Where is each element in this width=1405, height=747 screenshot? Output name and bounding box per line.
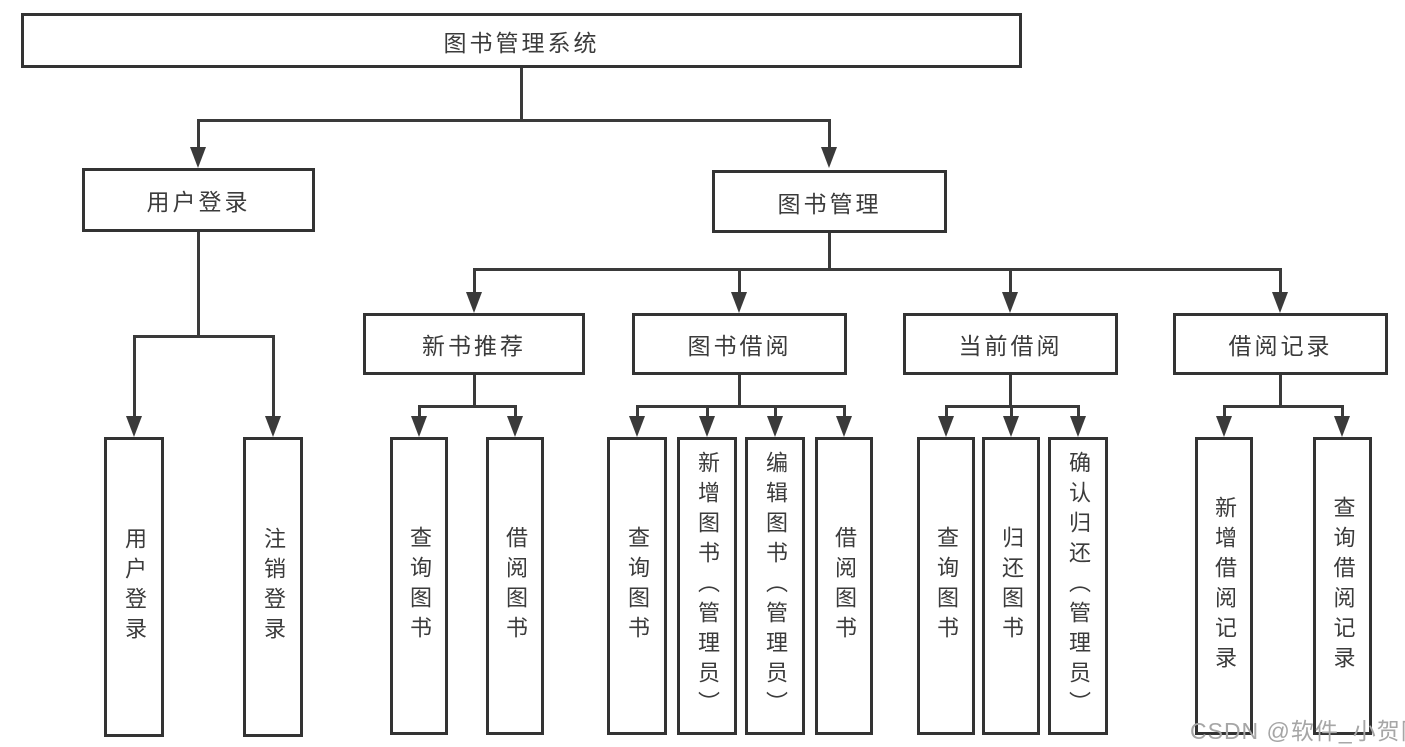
connector-trunk-book-mgmt (827, 233, 831, 271)
node-label-leaf-bb-borrow-book: 借阅图书 (832, 526, 857, 646)
node-label-current-borrow: 当前借阅 (958, 333, 1063, 359)
node-label-leaf-cb-confirm-return: 确认归还（管理员） (1066, 451, 1091, 721)
node-leaf-rec-borrow-book: 借阅图书 (486, 437, 544, 735)
node-leaf-user-login: 用户登录 (104, 437, 164, 737)
node-label-user-login: 用户登录 (146, 189, 251, 215)
node-label-leaf-cb-query-book: 查询图书 (934, 526, 959, 646)
node-leaf-bb-query-book: 查询图书 (607, 437, 667, 735)
arrowhead-down-icon (836, 416, 852, 437)
node-root: 图书管理系统 (21, 13, 1022, 68)
connector-bar-book-borrow (635, 405, 846, 408)
connector-bar-book-mgmt (472, 268, 1282, 271)
arrowhead-down-icon (126, 416, 142, 437)
connector-stem-user-login-0 (132, 335, 136, 418)
arrowhead-down-icon (1272, 292, 1288, 313)
arrowhead-down-icon (767, 416, 783, 437)
connector-stem-book-borrow-3 (842, 405, 846, 418)
connector-stem-book-borrow-0 (635, 405, 639, 418)
node-leaf-bb-add-book: 新增图书（管理员） (677, 437, 737, 735)
node-new-book-rec: 新书推荐 (363, 313, 585, 375)
connector-stem-book-mgmt-1 (737, 268, 741, 294)
arrowhead-down-icon (938, 416, 954, 437)
connector-trunk-root (519, 68, 523, 122)
node-leaf-cb-query-book: 查询图书 (917, 437, 975, 735)
connector-trunk-new-book-rec (472, 375, 476, 408)
arrowhead-down-icon (265, 416, 281, 437)
arrowhead-down-icon (1216, 416, 1232, 437)
node-label-leaf-user-login: 用户登录 (122, 527, 147, 647)
connector-stem-current-borrow-0 (944, 405, 948, 418)
connector-stem-book-borrow-1 (705, 405, 709, 418)
node-label-root: 图书管理系统 (443, 29, 600, 56)
connector-stem-root-1 (827, 119, 831, 149)
arrowhead-down-icon (411, 416, 427, 437)
csdn-watermark: CSDN @软件_小贺同学 (1190, 718, 1405, 744)
connector-stem-new-book-rec-0 (417, 405, 421, 418)
node-leaf-bb-borrow-book: 借阅图书 (815, 437, 873, 735)
node-label-leaf-bb-edit-book: 编辑图书（管理员） (763, 451, 788, 721)
node-label-book-mgmt: 图书管理 (777, 190, 882, 217)
arrowhead-down-icon (821, 147, 837, 168)
node-leaf-bb-edit-book: 编辑图书（管理员） (745, 437, 805, 735)
node-label-leaf-br-query-record: 查询借阅记录 (1330, 496, 1356, 676)
node-leaf-rec-query-book: 查询图书 (390, 437, 448, 735)
connector-stem-book-mgmt-3 (1278, 268, 1282, 294)
node-label-leaf-rec-query-book: 查询图书 (407, 526, 432, 646)
node-label-book-borrow: 图书借阅 (687, 333, 792, 359)
node-leaf-br-query-record: 查询借阅记录 (1313, 437, 1372, 735)
node-borrow-records: 借阅记录 (1173, 313, 1388, 375)
connector-trunk-borrow-records (1278, 375, 1282, 408)
node-label-borrow-records: 借阅记录 (1228, 333, 1333, 359)
node-label-leaf-bb-add-book: 新增图书（管理员） (695, 451, 720, 721)
connector-stem-book-mgmt-2 (1008, 268, 1012, 294)
connector-bar-new-book-rec (417, 405, 517, 408)
node-current-borrow: 当前借阅 (903, 313, 1118, 375)
node-book-borrow: 图书借阅 (632, 313, 847, 375)
node-leaf-cb-return-book: 归还图书 (982, 437, 1040, 735)
arrowhead-down-icon (1003, 416, 1019, 437)
node-leaf-logout: 注销登录 (243, 437, 303, 737)
node-label-leaf-cb-return-book: 归还图书 (999, 526, 1024, 646)
connector-stem-book-mgmt-0 (472, 268, 476, 294)
node-label-leaf-logout: 注销登录 (261, 527, 286, 647)
arrowhead-down-icon (1070, 416, 1086, 437)
node-book-mgmt: 图书管理 (712, 170, 947, 233)
connector-bar-borrow-records (1222, 405, 1344, 408)
connector-stem-book-borrow-2 (773, 405, 777, 418)
connector-stem-root-0 (196, 119, 200, 149)
arrowhead-down-icon (1334, 416, 1350, 437)
connector-stem-current-borrow-2 (1076, 405, 1080, 418)
node-leaf-cb-confirm-return: 确认归还（管理员） (1048, 437, 1108, 735)
connector-bar-user-login (132, 335, 275, 338)
connector-stem-current-borrow-1 (1009, 405, 1013, 418)
arrowhead-down-icon (629, 416, 645, 437)
arrowhead-down-icon (507, 416, 523, 437)
node-label-new-book-rec: 新书推荐 (422, 333, 526, 359)
node-user-login: 用户登录 (82, 168, 315, 232)
arrowhead-down-icon (699, 416, 715, 437)
connector-trunk-current-borrow (1008, 375, 1012, 408)
node-label-leaf-rec-borrow-book: 借阅图书 (503, 526, 528, 646)
connector-trunk-book-borrow (737, 375, 741, 408)
arrowhead-down-icon (731, 292, 747, 313)
connector-stem-new-book-rec-1 (513, 405, 517, 418)
node-label-leaf-br-add-record: 新增借阅记录 (1212, 496, 1237, 676)
connector-stem-user-login-1 (271, 335, 275, 418)
node-label-leaf-bb-query-book: 查询图书 (625, 526, 650, 646)
arrowhead-down-icon (190, 147, 206, 168)
connector-trunk-user-login (196, 232, 200, 338)
arrowhead-down-icon (466, 292, 482, 313)
connector-stem-borrow-records-1 (1340, 405, 1344, 418)
node-leaf-br-add-record: 新增借阅记录 (1195, 437, 1253, 735)
connector-stem-borrow-records-0 (1222, 405, 1226, 418)
arrowhead-down-icon (1002, 292, 1018, 313)
connector-bar-root (196, 119, 831, 122)
